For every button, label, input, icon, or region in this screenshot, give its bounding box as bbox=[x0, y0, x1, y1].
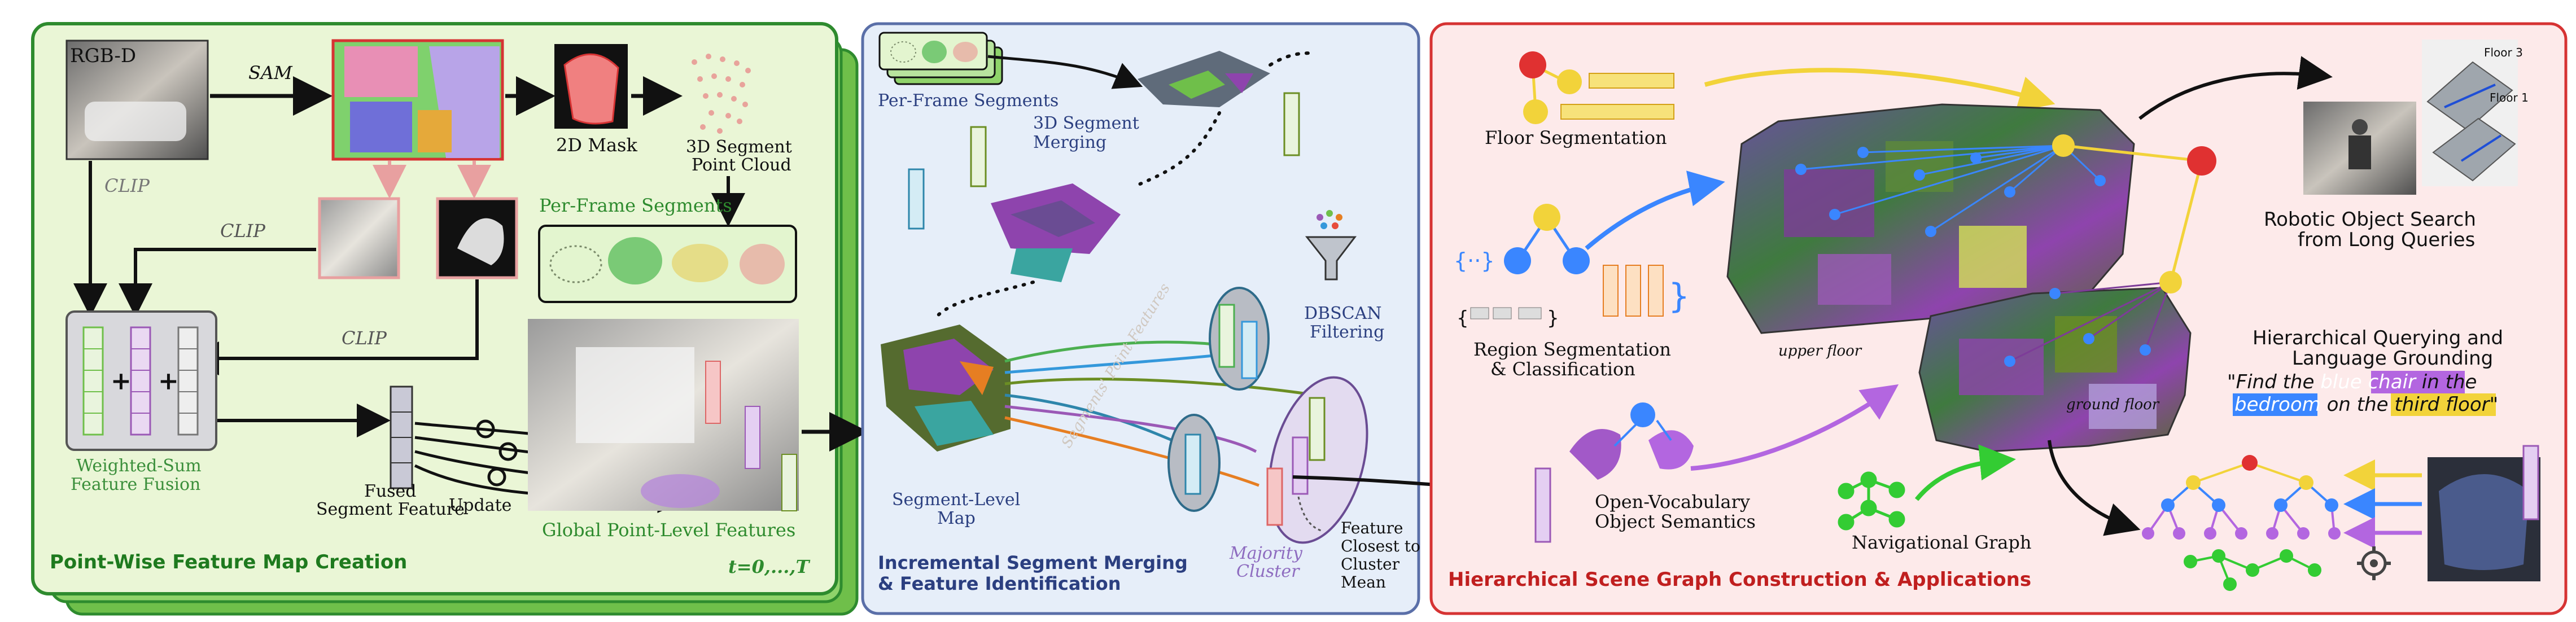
highlighted-chair-features bbox=[641, 474, 720, 508]
query-prefix: "Find the bbox=[2227, 371, 2320, 393]
segment-feature-lines bbox=[1004, 340, 1316, 487]
closest-label-3: Cluster bbox=[1341, 555, 1400, 573]
cropped-chair-bbox bbox=[318, 197, 400, 279]
weighted-sum-label-2: Feature Fusion bbox=[71, 475, 200, 494]
floor-segmentation-label: Floor Segmentation bbox=[1485, 127, 1667, 148]
query-mid-1: in the bbox=[2416, 371, 2477, 393]
ground-floor-label: ground floor bbox=[2066, 396, 2160, 413]
svg-text:{: { bbox=[1457, 307, 1469, 330]
region-segmentation-graph: {··} { } } bbox=[1454, 204, 1690, 330]
mask-label: 2D Mask bbox=[556, 134, 637, 156]
dbscan-label-2: Filtering bbox=[1310, 322, 1384, 342]
panel-hierarchical-scene-graph: Floor Segmentation {··} { } } Region Seg… bbox=[1429, 22, 2568, 615]
weighted-sum-label-1: Weighted-Sum bbox=[76, 456, 202, 476]
seg-cloud-label-1: 3D Segment bbox=[686, 137, 792, 157]
panel3-title: Hierarchical Scene Graph Construction & … bbox=[1448, 568, 2031, 591]
chair-mask-shape bbox=[563, 53, 619, 125]
upper-floor-label: upper floor bbox=[1778, 343, 1862, 360]
panel-point-wise-feature-map: RGB-D SAM 2D Mask 3D Segm bbox=[31, 22, 869, 616]
robot-search-label-1: Robotic Object Search bbox=[2264, 208, 2476, 231]
window-region bbox=[576, 347, 694, 443]
majority-cluster-label-2: Cluster bbox=[1236, 562, 1300, 581]
closest-label-1: Feature bbox=[1341, 519, 1403, 537]
hq-label-2: Language Grounding bbox=[2292, 347, 2493, 370]
time-steps-label: t=0,...,T bbox=[728, 556, 811, 577]
robot-icon bbox=[2348, 119, 2371, 169]
segment-map-label-2: Map bbox=[937, 509, 976, 528]
global-features-label: Global Point-Level Features bbox=[542, 519, 795, 541]
object-chair-icon bbox=[1569, 429, 1621, 480]
sam-seg-region-blue bbox=[350, 102, 412, 152]
per-frame-label-panel2: Per-Frame Segments bbox=[878, 91, 1059, 111]
rgbd-sofa bbox=[85, 102, 186, 141]
svg-text:}: } bbox=[1547, 307, 1559, 330]
query-floor: third floor bbox=[2394, 393, 2490, 416]
per-frame-segment-clouds bbox=[549, 237, 785, 284]
clip-label-2: CLIP bbox=[220, 220, 265, 242]
fragment-feature-vector bbox=[1283, 92, 1300, 156]
clip-label-3: CLIP bbox=[342, 327, 387, 349]
navigational-graph-label: Navigational Graph bbox=[1852, 532, 2031, 553]
svg-text:+: + bbox=[111, 367, 132, 396]
query-sentence: "Find the blue chair in the bedroom on t… bbox=[2227, 371, 2498, 416]
floor-3-label: Floor 3 bbox=[2484, 46, 2523, 59]
panel2-title-2: & Feature Identification bbox=[878, 573, 1121, 594]
svg-text:}: } bbox=[1668, 277, 1690, 316]
merging-label-2: Merging bbox=[1033, 133, 1107, 152]
sam-seg-region-pink bbox=[344, 46, 418, 97]
region-segmentation-label-2: & Classification bbox=[1490, 358, 1635, 380]
query-room: bedroom bbox=[2234, 393, 2321, 416]
navigational-graph bbox=[1838, 471, 1905, 531]
seg-cloud-label-2: Point Cloud bbox=[692, 155, 791, 175]
point-feature-vectors bbox=[705, 361, 797, 511]
open-vocab-label-2: Object Semantics bbox=[1595, 511, 1756, 532]
per-frame-segments-box bbox=[538, 225, 797, 303]
panel-incremental-segment-merging: Per-Frame Segments 3D Segment Merging DB… bbox=[861, 22, 1531, 615]
closest-label-2: Closest to bbox=[1341, 537, 1420, 555]
segment-map-label-1: Segment-Level bbox=[892, 490, 1020, 510]
fused-label-1: Fused bbox=[364, 481, 417, 501]
panel2-title-1: Incremental Segment Merging bbox=[878, 552, 1188, 573]
svg-text:+: + bbox=[158, 367, 179, 396]
tree-nav-graph bbox=[2184, 549, 2321, 591]
funnel-icon bbox=[1305, 210, 1357, 281]
object-feature-vector bbox=[1534, 467, 1551, 543]
scene-graph-nodes bbox=[1795, 134, 2216, 367]
floor-1-label: Floor 1 bbox=[2490, 91, 2529, 104]
segment-point-cloud bbox=[692, 54, 751, 134]
floor-segmentation-graph bbox=[1519, 51, 1674, 124]
svg-text:"Find the blue chair in the: "Find the blue chair in the bbox=[2227, 371, 2477, 393]
merging-label-1: 3D Segment bbox=[1033, 113, 1139, 133]
update-label: Update bbox=[449, 496, 511, 515]
query-hierarchy-tree bbox=[2142, 455, 2341, 540]
svg-text:{··}: {··} bbox=[1454, 248, 1495, 273]
sam-label: SAM bbox=[248, 62, 293, 84]
clip-label-1: CLIP bbox=[104, 175, 150, 196]
robot-search-label-2: from Long Queries bbox=[2298, 229, 2475, 251]
dbscan-label-1: DBSCAN bbox=[1304, 304, 1382, 323]
fused-label-2: Segment Feature bbox=[316, 500, 465, 519]
clip-feature-vectors: + + bbox=[82, 326, 199, 436]
majority-cluster-label-1: Majority bbox=[1229, 544, 1303, 563]
per-frame-label-panel1: Per-Frame Segments bbox=[539, 195, 732, 216]
region-segmentation-label-1: Region Segmentation bbox=[1473, 339, 1671, 360]
gear-icon bbox=[2357, 546, 2391, 580]
open-vocab-label-1: Open-Vocabulary bbox=[1595, 491, 1750, 513]
panel1-title: Point-Wise Feature Map Creation bbox=[50, 551, 407, 573]
closest-label-4: Mean bbox=[1341, 573, 1386, 592]
blue-chair-icon bbox=[2439, 474, 2529, 570]
svg-text:bedroom on the third floor": bedroom on the third floor" bbox=[2234, 393, 2498, 416]
chair-feature-vector bbox=[2522, 445, 2539, 520]
chair-icon bbox=[457, 218, 504, 265]
hq-label-1: Hierarchical Querying and bbox=[2253, 327, 2503, 349]
query-end: " bbox=[2490, 393, 2499, 416]
rgbd-label: RGB-D bbox=[70, 45, 136, 67]
query-mid-2: on the bbox=[2321, 393, 2395, 416]
sam-seg-region-orange bbox=[418, 110, 452, 152]
query-object: blue chair bbox=[2320, 371, 2417, 393]
